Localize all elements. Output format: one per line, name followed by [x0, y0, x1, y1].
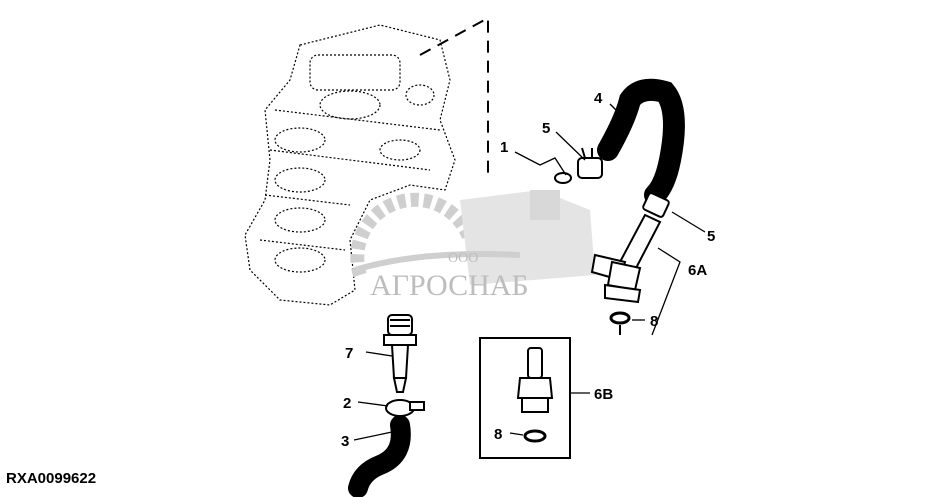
callout-6A: 6A — [688, 262, 707, 279]
fitting-1 — [554, 172, 572, 184]
inset-6B — [479, 337, 571, 459]
elbow-fitting-6A — [590, 213, 662, 335]
callout-2: 2 — [343, 395, 351, 412]
fitting-7 — [383, 314, 417, 393]
hose-4 — [597, 78, 685, 206]
callout-5-lower: 5 — [707, 228, 715, 245]
callout-3: 3 — [341, 433, 349, 450]
callout-1: 1 — [500, 139, 508, 156]
callout-8-6A: 8 — [650, 313, 658, 330]
callout-5-upper: 5 — [542, 120, 550, 137]
watermark-logo: ООО АГРОСНАБ — [350, 190, 595, 302]
engine-block — [244, 24, 456, 306]
leader-lines — [353, 103, 706, 441]
callout-4: 4 — [594, 90, 603, 107]
svg-text:АГРОСНАБ: АГРОСНАБ — [370, 269, 529, 302]
callout-7: 7 — [345, 345, 353, 362]
svg-text:ООО: ООО — [448, 251, 478, 266]
clamp-2 — [385, 399, 425, 417]
figure-code: RXA0099622 — [6, 470, 97, 487]
clamp-5-upper — [577, 147, 603, 179]
callout-8-6B: 8 — [494, 426, 502, 443]
clamp-5-lower — [642, 192, 670, 218]
hose-3 — [348, 415, 411, 497]
callout-6B: 6B — [594, 386, 613, 403]
dashed-leader — [419, 16, 489, 180]
